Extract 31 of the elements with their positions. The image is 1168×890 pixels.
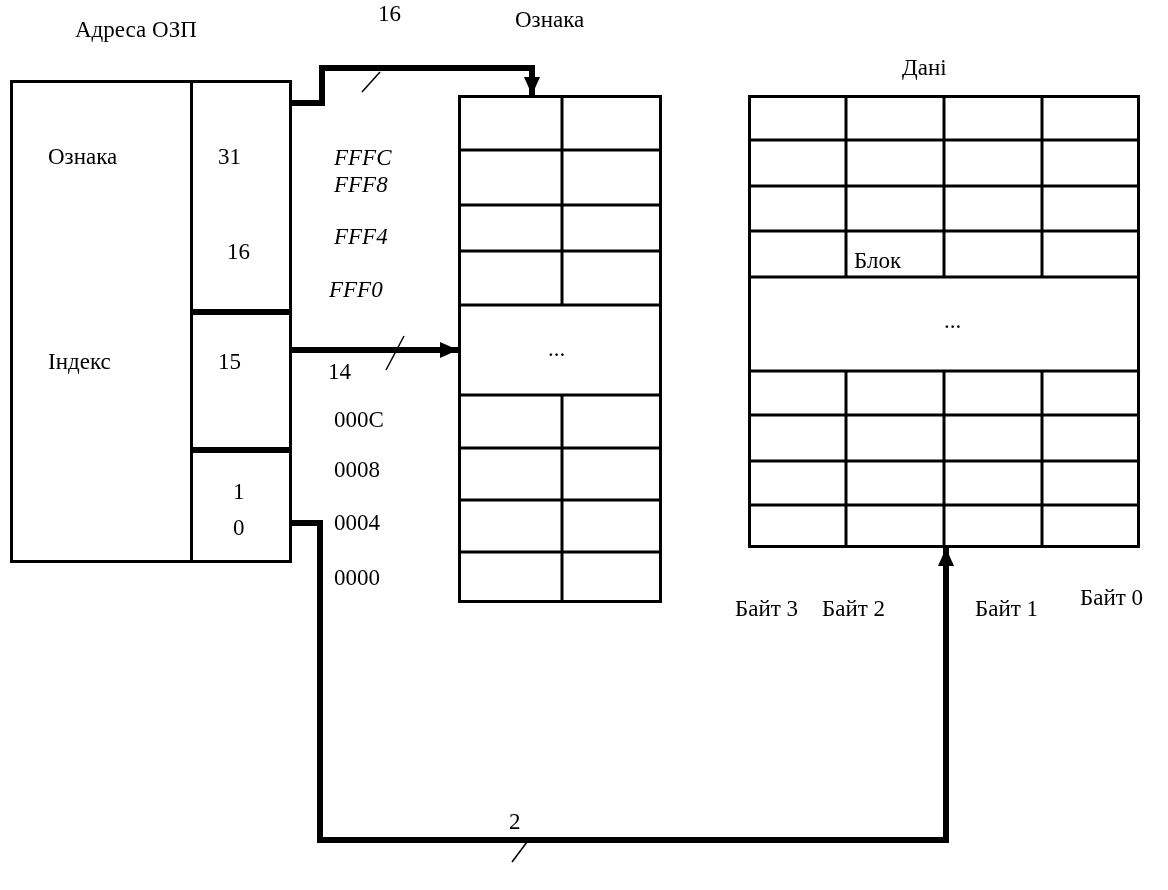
address-value: FFF8 xyxy=(334,173,388,196)
box-heading: Адреса ОЗП xyxy=(75,18,197,41)
address-value: FFF0 xyxy=(329,278,383,301)
bus-arrow xyxy=(292,520,954,843)
address-value: FFF4 xyxy=(334,225,388,248)
table-heading: Дані xyxy=(902,56,947,79)
table-heading: Ознака xyxy=(515,8,585,31)
bit-number: 16 xyxy=(227,240,250,263)
address-value: 0008 xyxy=(334,458,380,481)
column-label: Байт 0 xyxy=(1080,586,1144,609)
cell-text: Блок xyxy=(854,249,902,272)
bit-number: 15 xyxy=(218,350,241,373)
bus-arrow xyxy=(292,342,458,358)
field-name: Індекс xyxy=(48,350,111,373)
address-field xyxy=(190,80,292,312)
address-value: 0000 xyxy=(334,566,380,589)
ellipsis: ... xyxy=(548,337,566,360)
address-value: FFFC xyxy=(334,146,392,169)
column-label: Байт 2 xyxy=(822,597,886,620)
address-value: 0004 xyxy=(334,511,380,534)
column-label: Байт 1 xyxy=(975,597,1039,620)
address-value: 000C xyxy=(334,408,384,431)
address-field xyxy=(190,450,292,563)
bit-number: 1 xyxy=(233,480,245,503)
column-label: Байт 3 xyxy=(735,597,799,620)
address-field xyxy=(190,312,292,450)
field-name: Ознака xyxy=(48,145,118,168)
bus-arrow xyxy=(292,65,540,106)
bit-number: 0 xyxy=(233,516,245,539)
ellipsis: ... xyxy=(944,309,962,332)
bit-number: 31 xyxy=(218,145,241,168)
